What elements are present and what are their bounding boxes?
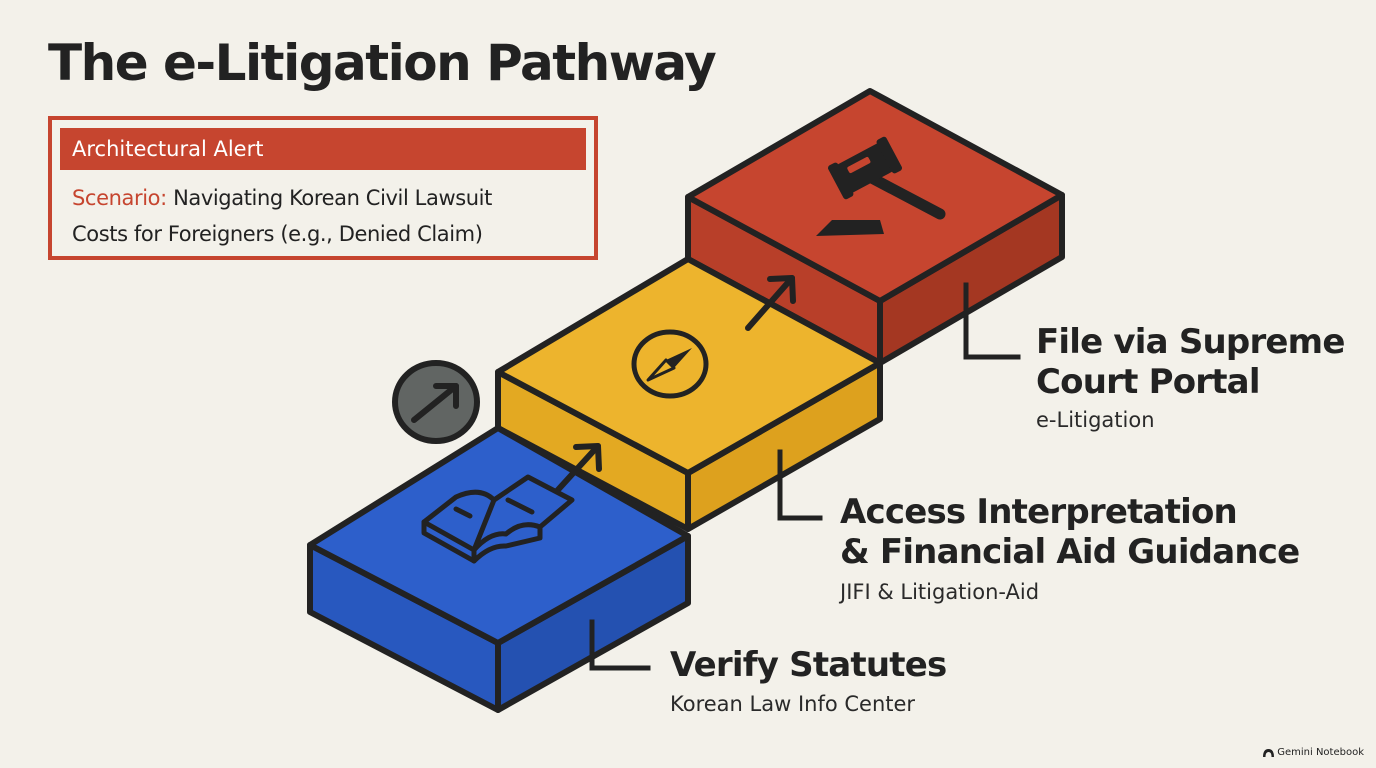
- footer-brand: Gemini Notebook: [1263, 747, 1364, 758]
- step-3-title-line-2: Court Portal: [1036, 362, 1260, 402]
- alert-label: Architectural Alert: [60, 128, 586, 170]
- leader-bracket-step-3: [963, 282, 1021, 360]
- step-2-subtitle: JIFI & Litigation-Aid: [840, 580, 1040, 604]
- step-1-title: Verify Statutes: [670, 645, 947, 685]
- footer-brand-text: Gemini Notebook: [1277, 747, 1364, 758]
- step-2-title-line-2: & Financial Aid Guidance: [840, 532, 1300, 572]
- scenario-label: Scenario:: [72, 186, 167, 210]
- step-arrow-1: [553, 443, 602, 495]
- step-3-title: File via Supreme Court Portal: [1036, 322, 1345, 402]
- step-3-subtitle: e-Litigation: [1036, 408, 1155, 432]
- leader-bracket-step-2: [777, 449, 823, 521]
- gavel-icon: [816, 136, 946, 236]
- alert-scenario: Scenario: Navigating Korean Civil Lawsui…: [72, 180, 582, 252]
- step-2-title-line-1: Access Interpretation: [840, 492, 1238, 532]
- architectural-alert-box: Architectural Alert Scenario: Navigating…: [48, 116, 598, 260]
- step-block-2-top: [495, 256, 883, 476]
- leader-bracket-step-1: [589, 619, 651, 671]
- compass-icon: [631, 329, 709, 399]
- step-2-title: Access Interpretation & Financial Aid Gu…: [840, 492, 1300, 572]
- page-title: The e-Litigation Pathway: [48, 34, 717, 92]
- step-1-title-line-1: Verify Statutes: [670, 645, 947, 685]
- arrow-badge-icon: [392, 360, 480, 444]
- step-arrow-2: [745, 275, 796, 331]
- scenario-line-2: Costs for Foreigners (e.g., Denied Claim…: [72, 222, 483, 246]
- step-1-subtitle: Korean Law Info Center: [670, 692, 916, 716]
- scenario-line-1: Navigating Korean Civil Lawsuit: [173, 186, 492, 210]
- step-block-3-top: [685, 88, 1065, 304]
- open-book-icon: [421, 474, 575, 564]
- spark-icon: [1263, 749, 1275, 757]
- step-3-title-line-1: File via Supreme: [1036, 322, 1345, 362]
